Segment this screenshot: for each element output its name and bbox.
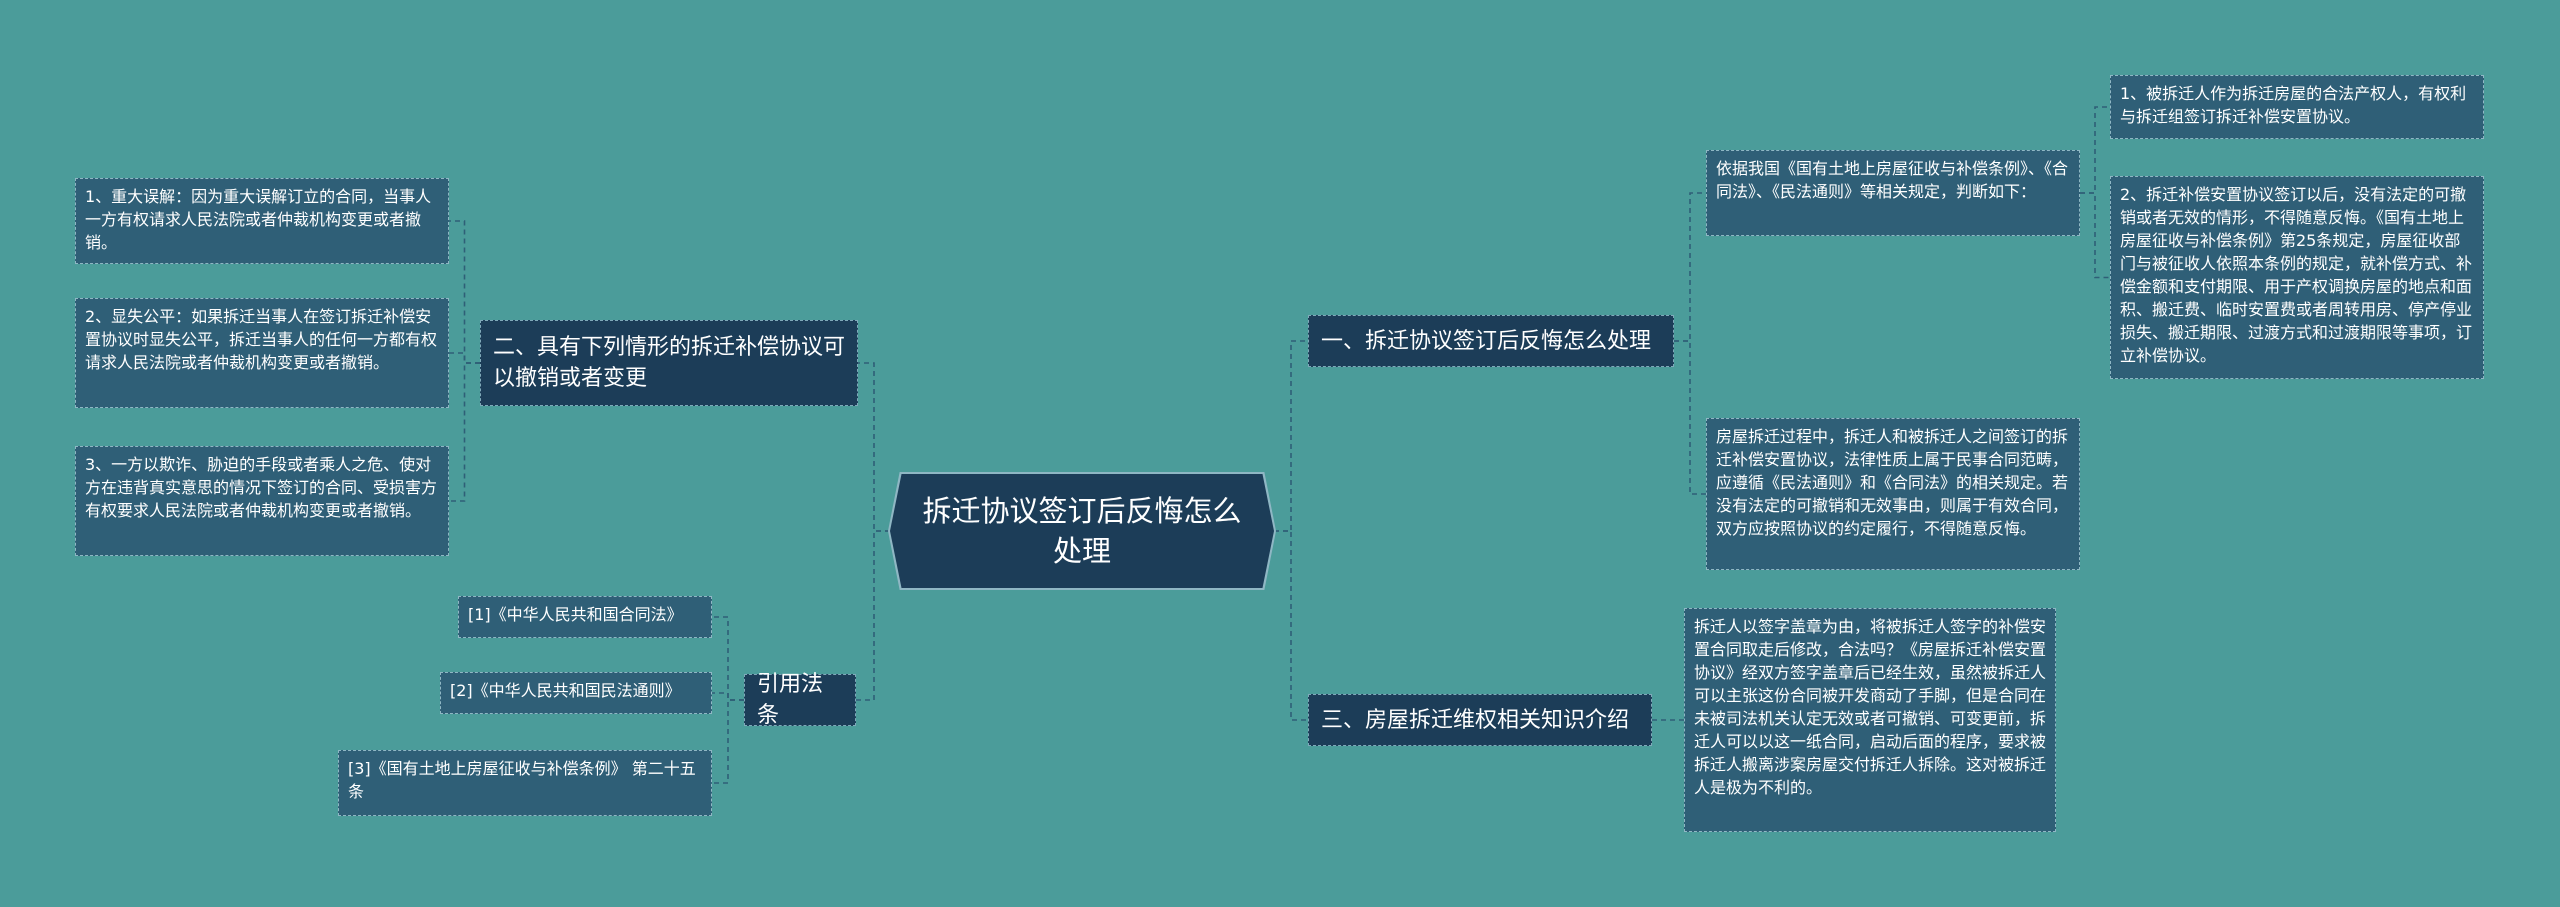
branch-label: 二、具有下列情形的拆迁补偿协议可以撤销或者变更	[493, 335, 846, 391]
node-text: 依据我国《国有土地上房屋征收与补偿条例》、《合同法》、《民法通则》等相关规定，判…	[1716, 159, 2069, 201]
citation-contract-law[interactable]: [1]《中华人民共和国合同法》	[458, 596, 712, 638]
center-right-link-0	[1274, 340, 1308, 532]
node-text: 拆迁人以签字盖章为由，将被拆迁人签字的补偿安置合同取走后修改，合法吗？《房屋拆迁…	[1694, 617, 2047, 797]
legal-basis-node[interactable]: 依据我国《国有土地上房屋征收与补偿条例》、《合同法》、《民法通则》等相关规定，判…	[1706, 150, 2080, 236]
node-text: [3]《国有土地上房屋征收与补偿条例》 第二十五条	[348, 759, 696, 801]
branch-l0-link-2	[449, 362, 480, 502]
no-arbitrary-regret-node[interactable]: 2、拆迁补偿安置协议签订以后，没有法定的可撤销或者无效的情形，不得随意反悔。《国…	[2110, 176, 2484, 379]
branch-revocable-cases[interactable]: 二、具有下列情形的拆迁补偿协议可以撤销或者变更	[480, 320, 858, 406]
node-text: 2、拆迁补偿安置协议签订以后，没有法定的可撤销或者无效的情形，不得随意反悔。《国…	[2120, 185, 2473, 365]
major-misunderstanding-node[interactable]: 1、重大误解：因为重大误解订立的合同，当事人一方有权请求人民法院或者仲裁机构变更…	[75, 178, 449, 264]
branch-rights-knowledge[interactable]: 三、房屋拆迁维权相关知识介绍	[1308, 694, 1652, 746]
branch-r0-link-1	[1674, 340, 1706, 495]
branch-l1-link-2	[712, 699, 744, 784]
branch-label: 一、拆迁协议签订后反悔怎么处理	[1321, 328, 1652, 354]
obvious-unfairness-node[interactable]: 2、显失公平：如果拆迁当事人在签订拆迁补偿安置协议时显失公平，拆迁当事人的任何一…	[75, 298, 449, 408]
civil-contract-node[interactable]: 房屋拆迁过程中，拆迁人和被拆迁人之间签订的拆迁补偿安置协议，法律性质上属于民事合…	[1706, 418, 2080, 570]
citation-expropriation-regulation[interactable]: [3]《国有土地上房屋征收与补偿条例》 第二十五条	[338, 750, 712, 816]
branch-l1-link-1	[712, 692, 744, 701]
node-r0-0-link-1	[2080, 192, 2110, 279]
node-text: 1、重大误解：因为重大误解订立的合同，当事人一方有权请求人民法院或者仲裁机构变更…	[85, 187, 432, 252]
branch-label: 引用法条	[757, 672, 824, 728]
central-topic[interactable]: 拆迁协议签订后反悔怎么处理	[890, 474, 1274, 588]
branch-cited-laws[interactable]: 引用法条	[744, 672, 856, 728]
branch-l1-link-0	[712, 616, 744, 701]
contract-modification-node[interactable]: 拆迁人以签字盖章为由，将被拆迁人签字的补偿安置合同取走后修改，合法吗？《房屋拆迁…	[1684, 608, 2056, 832]
branch-label: 三、房屋拆迁维权相关知识介绍	[1321, 707, 1630, 733]
node-text: 房屋拆迁过程中，拆迁人和被拆迁人之间签订的拆迁补偿安置协议，法律性质上属于民事合…	[1716, 427, 2069, 538]
center-left-link-0	[858, 362, 890, 532]
property-owner-right-node[interactable]: 1、被拆迁人作为拆迁房屋的合法产权人，有权利与拆迁组签订拆迁补偿安置协议。	[2110, 75, 2484, 139]
center-left-link-1	[856, 530, 890, 701]
citation-civil-law[interactable]: [2]《中华人民共和国民法通则》	[440, 672, 712, 714]
branch-l0-link-1	[449, 352, 480, 364]
branch-r0-link-0	[1674, 192, 1706, 342]
node-text: 2、显失公平：如果拆迁当事人在签订拆迁补偿安置协议时显失公平，拆迁当事人的任何一…	[85, 307, 438, 372]
node-r0-0-link-0	[2080, 106, 2110, 194]
central-topic-label: 拆迁协议签订后反悔怎么处理	[922, 494, 1242, 568]
branch-l0-link-0	[449, 220, 480, 364]
node-text: 3、一方以欺诈、胁迫的手段或者乘人之危、使对方在违背真实意思的情况下签订的合同、…	[85, 455, 438, 520]
center-right-link-1	[1274, 530, 1308, 721]
branch-how-to-handle-regret[interactable]: 一、拆迁协议签订后反悔怎么处理	[1308, 315, 1674, 367]
node-text: [2]《中华人民共和国民法通则》	[450, 681, 681, 700]
node-text: [1]《中华人民共和国合同法》	[468, 605, 683, 624]
node-text: 1、被拆迁人作为拆迁房屋的合法产权人，有权利与拆迁组签订拆迁补偿安置协议。	[2120, 84, 2467, 126]
fraud-coercion-node[interactable]: 3、一方以欺诈、胁迫的手段或者乘人之危、使对方在违背真实意思的情况下签订的合同、…	[75, 446, 449, 556]
